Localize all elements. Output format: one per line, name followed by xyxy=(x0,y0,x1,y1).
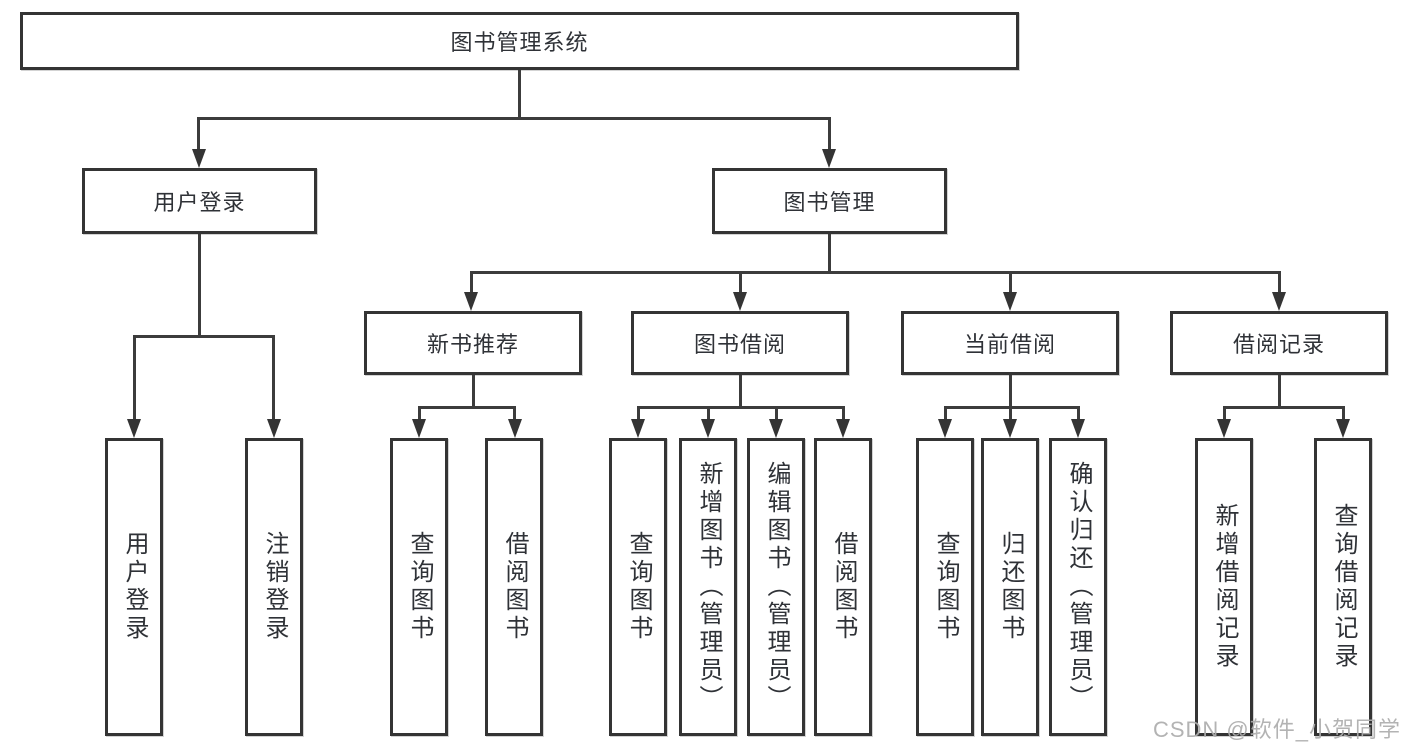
connector-line xyxy=(1009,406,1012,422)
leaf-query-books: 查询图书 xyxy=(916,438,974,736)
arrow-down-icon xyxy=(464,292,478,311)
node-user-login-label: 用户登录 xyxy=(153,190,246,215)
leaf-query-books: 查询图书 xyxy=(609,438,667,736)
node-book-borrow: 图书借阅 xyxy=(631,311,849,375)
connector-line xyxy=(470,271,473,295)
arrow-down-icon xyxy=(192,149,206,168)
node-current-borrow: 当前借阅 xyxy=(901,311,1119,375)
leaf-query-borrow-record: 查询借阅记录 xyxy=(1314,438,1372,736)
connector-line xyxy=(842,406,845,422)
leaf-confirm-return-admin: 确认归还（管理员） xyxy=(1049,438,1107,736)
connector-line xyxy=(775,406,778,422)
connector-line xyxy=(637,406,640,422)
connector-line xyxy=(1009,375,1012,408)
connector-line xyxy=(198,234,201,337)
node-new-book-recommend: 新书推荐 xyxy=(364,311,582,375)
leaf-borrow-books: 借阅图书 xyxy=(485,438,543,736)
leaf-label: 查询图书 xyxy=(625,531,652,643)
arrow-down-icon xyxy=(1003,419,1017,438)
leaf-label: 借阅图书 xyxy=(830,531,857,643)
node-user-login: 用户登录 xyxy=(82,168,317,234)
node-root: 图书管理系统 xyxy=(20,12,1019,70)
leaf-label: 新增图书（管理员） xyxy=(695,461,722,713)
arrow-down-icon xyxy=(127,419,141,438)
connector-line xyxy=(518,70,521,119)
connector-line xyxy=(1009,271,1012,295)
leaf-label: 用户登录 xyxy=(121,531,148,643)
arrow-down-icon xyxy=(412,419,426,438)
leaf-label: 查询图书 xyxy=(406,531,433,643)
connector-line xyxy=(637,406,845,409)
leaf-logout: 注销登录 xyxy=(245,438,303,736)
leaf-query-books: 查询图书 xyxy=(390,438,448,736)
arrow-down-icon xyxy=(1336,419,1350,438)
connector-line xyxy=(133,335,136,421)
node-label: 借阅记录 xyxy=(1232,332,1325,357)
arrow-down-icon xyxy=(701,419,715,438)
arrow-down-icon xyxy=(1071,419,1085,438)
connector-line xyxy=(1077,406,1080,422)
connector-line xyxy=(197,117,200,153)
arrow-down-icon xyxy=(733,292,747,311)
arrow-down-icon xyxy=(508,419,522,438)
csdn-watermark: CSDN @软件_小贺同学 xyxy=(1152,717,1401,742)
connector-line xyxy=(707,406,710,422)
arrow-down-icon xyxy=(822,149,836,168)
leaf-label: 查询借阅记录 xyxy=(1330,503,1357,671)
node-label: 新书推荐 xyxy=(426,332,519,357)
leaf-edit-book-admin: 编辑图书（管理员） xyxy=(747,438,805,736)
node-book-management-label: 图书管理 xyxy=(783,190,876,215)
connector-line xyxy=(944,406,947,422)
connector-line xyxy=(472,375,475,408)
connector-line xyxy=(828,117,831,153)
leaf-label: 归还图书 xyxy=(997,531,1024,643)
connector-line xyxy=(1278,271,1281,295)
connector-line xyxy=(1278,375,1281,408)
node-label: 当前借阅 xyxy=(963,332,1056,357)
arrow-down-icon xyxy=(267,419,281,438)
leaf-label: 查询图书 xyxy=(932,531,959,643)
leaf-borrow-books: 借阅图书 xyxy=(814,438,872,736)
leaf-label: 编辑图书（管理员） xyxy=(763,461,790,713)
arrow-down-icon xyxy=(1272,292,1286,311)
arrow-down-icon xyxy=(836,419,850,438)
arrow-down-icon xyxy=(1217,419,1231,438)
leaf-label: 新增借阅记录 xyxy=(1211,503,1238,671)
arrow-down-icon xyxy=(938,419,952,438)
node-root-label: 图书管理系统 xyxy=(450,30,589,55)
arrow-down-icon xyxy=(631,419,645,438)
connector-line xyxy=(1223,406,1226,422)
node-book-management: 图书管理 xyxy=(712,168,947,234)
connector-line xyxy=(828,234,831,273)
arrow-down-icon xyxy=(769,419,783,438)
leaf-add-borrow-record: 新增借阅记录 xyxy=(1195,438,1253,736)
connector-line xyxy=(513,406,516,422)
leaf-label: 借阅图书 xyxy=(501,531,528,643)
connector-line xyxy=(739,375,742,408)
leaf-add-book-admin: 新增图书（管理员） xyxy=(679,438,737,736)
leaf-label: 确认归还（管理员） xyxy=(1065,461,1092,713)
connector-line xyxy=(944,406,1080,409)
leaf-user-login: 用户登录 xyxy=(105,438,163,736)
node-label: 图书借阅 xyxy=(693,332,786,357)
connector-line xyxy=(418,406,421,422)
leaf-label: 注销登录 xyxy=(261,531,288,643)
node-borrow-records: 借阅记录 xyxy=(1170,311,1388,375)
connector-line xyxy=(197,117,831,120)
connector-line xyxy=(1342,406,1345,422)
connector-line xyxy=(1223,406,1345,409)
arrow-down-icon xyxy=(1003,292,1017,311)
connector-line xyxy=(739,271,742,295)
connector-line xyxy=(133,335,275,338)
leaf-return-books: 归还图书 xyxy=(981,438,1039,736)
connector-line xyxy=(418,406,516,409)
connector-line xyxy=(471,271,1280,274)
connector-line xyxy=(272,335,275,421)
